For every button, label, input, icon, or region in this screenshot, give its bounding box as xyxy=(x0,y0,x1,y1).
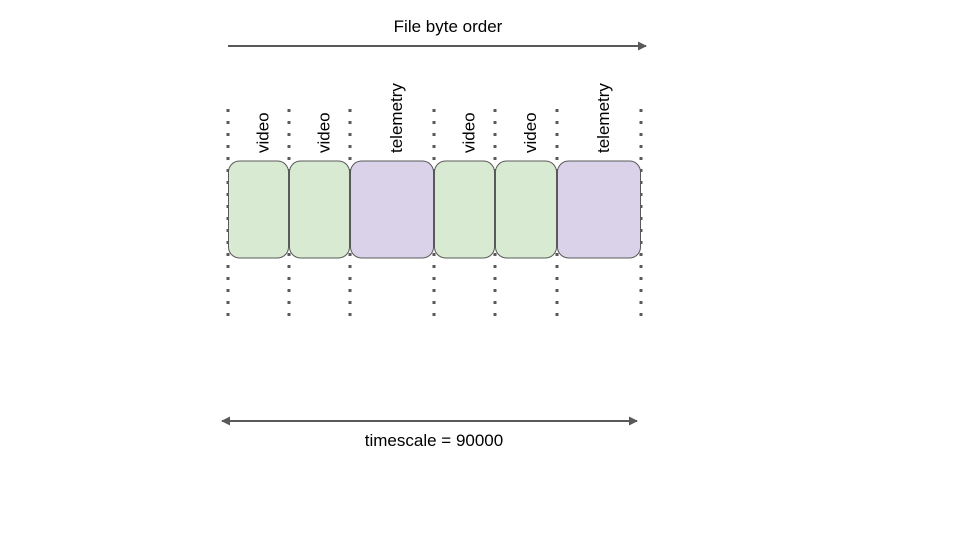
video-label-4: video xyxy=(460,112,479,153)
video-sample-block-1 xyxy=(228,160,289,259)
video-sample-block-5 xyxy=(495,160,557,259)
video-label-5: video xyxy=(521,112,540,153)
timescale-label: timescale = 90000 xyxy=(365,431,503,450)
file-byte-order-title: File byte order xyxy=(394,17,503,36)
sample-blocks xyxy=(228,160,641,259)
telemetry-label-3: telemetry xyxy=(387,83,406,153)
telemetry-label-6: telemetry xyxy=(594,83,613,153)
sample-labels: video video telemetry video video telemetry xyxy=(254,83,614,153)
telemetry-sample-block-3 xyxy=(350,160,434,259)
video-label-1: video xyxy=(254,112,273,153)
video-label-2: video xyxy=(315,112,334,153)
video-sample-block-2 xyxy=(289,160,350,259)
telemetry-sample-block-6 xyxy=(557,160,641,259)
video-sample-block-4 xyxy=(434,160,495,259)
